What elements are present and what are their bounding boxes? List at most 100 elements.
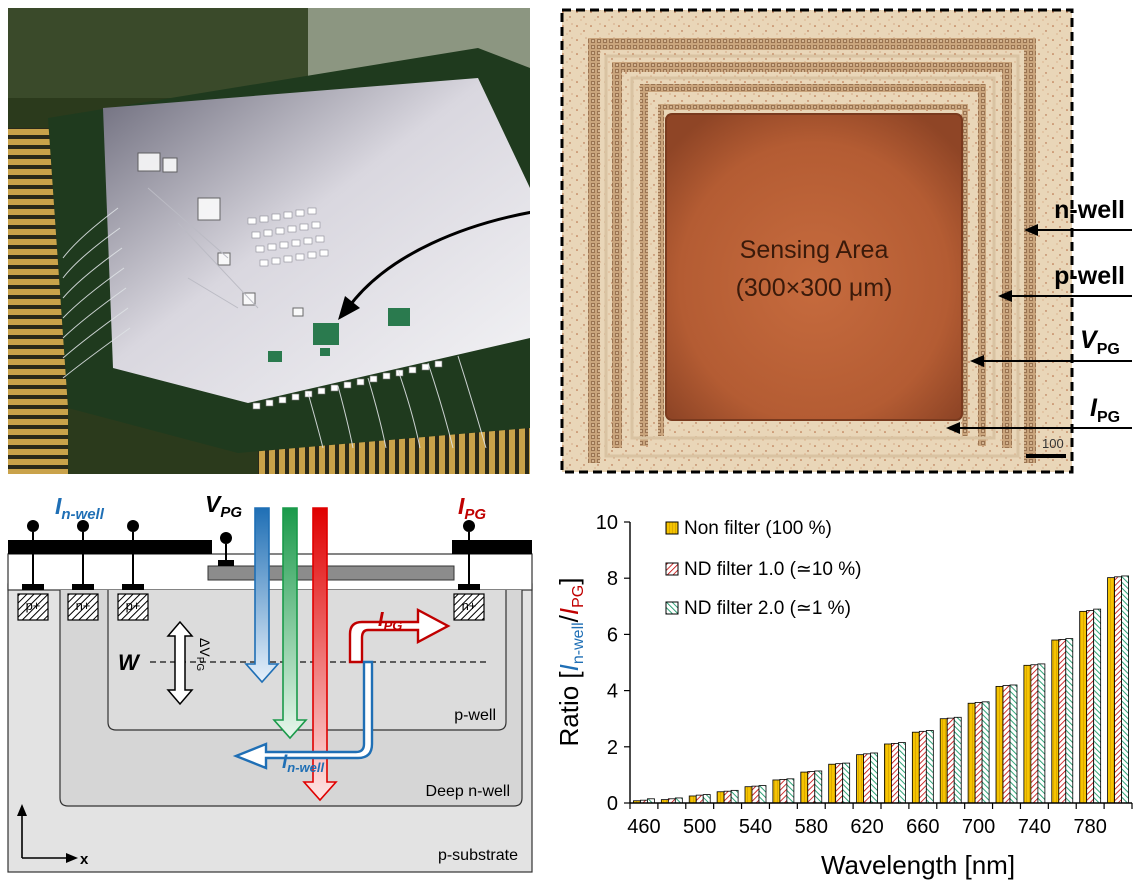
gate-terminal: [220, 532, 232, 544]
bar-nd2-480: [674, 797, 683, 804]
delta-vpg-arrow: [166, 620, 194, 706]
bar-nonfilter-800: [1107, 577, 1115, 804]
bar-nonfilter-740: [1023, 664, 1032, 804]
x-tick-label-580: 580: [795, 816, 828, 838]
label-w: W: [118, 650, 141, 675]
contact-p2: p+: [117, 520, 149, 621]
label-nwell: n-well: [1054, 196, 1125, 224]
contact-n2-label: n+: [462, 598, 477, 613]
bar-nonfilter-520: [716, 791, 725, 804]
bar-nonfilter-660: [911, 731, 920, 804]
bar-nd1-560: [779, 778, 788, 804]
ipg-current-arrow: [348, 608, 451, 664]
bar-nd1-540: [751, 785, 760, 804]
cross-section-diagram: p+ n+ p+ n+ In-well VPG IPG W: [7, 491, 533, 873]
bar-nd2-760: [1065, 638, 1074, 804]
contact-n1-label: n+: [76, 598, 91, 613]
bar-nd1-580: [807, 771, 816, 804]
bar-nonfilter-640: [884, 743, 892, 804]
x-tick-label-620: 620: [850, 816, 883, 838]
sensor-square-right: [388, 308, 410, 326]
contact-n1: n+: [67, 520, 99, 621]
bar-nd1-640: [891, 743, 899, 804]
zoom-arrowhead: [338, 296, 360, 320]
zoom-arrow: [346, 210, 530, 309]
arrowhead-ipg: [946, 422, 960, 434]
contact-p1-label: p+: [26, 598, 41, 613]
arrowhead-nwell: [1024, 224, 1038, 236]
contact-n2: n+: [453, 520, 485, 621]
label-vpg: VPG: [1080, 326, 1120, 358]
label-inwell-arrow: In-well: [282, 752, 325, 775]
bar-nd1-800: [1114, 576, 1122, 804]
micrograph-frame: [560, 8, 1074, 474]
arrowhead-vpg: [970, 355, 984, 367]
bar-nd2-700: [981, 701, 990, 804]
legend-swatch-nd2: [665, 601, 679, 615]
micrograph-illustration: Sensing Area (300×300 μm) n-well p-well …: [560, 8, 1132, 474]
bar-nd1-500: [695, 794, 704, 804]
gate-electrode: [207, 565, 455, 581]
bar-nonfilter-620: [856, 754, 864, 804]
bar-nd2-640: [898, 742, 906, 804]
x-tick-label-780: 780: [1073, 816, 1106, 838]
bar-nd1-760: [1058, 639, 1067, 804]
scale-bar: [1026, 454, 1066, 458]
bar-nd2-740: [1037, 663, 1046, 804]
x-tick-label-660: 660: [906, 816, 939, 838]
bar-nonfilter-700: [967, 702, 976, 804]
chip-photo: [8, 8, 530, 474]
sensing-area-size: (300×300 μm): [736, 274, 893, 302]
legend-label-nd2: ND filter 2.0 (≃1 %): [684, 598, 851, 619]
label-ipg-arrow: IPG: [378, 609, 402, 633]
arrowhead-pwell: [998, 290, 1012, 302]
bar-nd2-620: [870, 752, 878, 804]
bar-nonfilter-540: [744, 786, 753, 804]
bar-nd1-620: [863, 753, 871, 804]
p-well: [107, 590, 507, 731]
sensor-square-large: [313, 323, 339, 345]
chart-xlabel: Wavelength [nm]: [821, 850, 1015, 880]
bar-nonfilter-760: [1051, 639, 1060, 804]
bar-nd1-740: [1030, 664, 1039, 804]
bar-nd2-600: [842, 762, 851, 804]
bar-nd1-660: [918, 730, 927, 804]
bar-nd2-560: [786, 778, 795, 804]
label-substrate-region: p-substrate: [438, 847, 518, 864]
contact-p2-label: p+: [126, 598, 141, 613]
light-arrow-green: [272, 507, 308, 740]
bar-nd1-520: [723, 790, 732, 804]
bar-nonfilter-560: [772, 779, 781, 804]
legend-label-nonfilter: Non filter (100 %): [684, 518, 832, 539]
metal-left: [8, 540, 212, 554]
label-pwell-region: p-well: [454, 707, 496, 724]
bar-nonfilter-600: [828, 763, 837, 804]
bar-nd1-720: [1002, 685, 1011, 804]
y-tick-label-6: 6: [607, 624, 618, 646]
label-delta-vpg: ΔVPG: [194, 638, 213, 671]
bar-nd2-500: [702, 794, 711, 804]
chart-ylabel: Ratio [In-well/IPG]: [554, 577, 587, 746]
gate-contact: [218, 560, 234, 566]
scale-bar-label: 100: [1042, 436, 1064, 451]
label-deep-nwell-region: Deep n-well: [426, 783, 510, 800]
bar-nd1-700: [974, 702, 983, 804]
legend-label-nd1: ND filter 1.0 (≃10 %): [684, 559, 861, 580]
bar-nonfilter-720: [995, 685, 1004, 804]
metal-right: [452, 540, 532, 554]
sensing-area: [665, 113, 963, 421]
sensor-square-small-1: [268, 351, 282, 362]
bar-nd2-720: [1009, 684, 1018, 804]
cross-section-panel: p+ n+ p+ n+ In-well VPG IPG W: [0, 486, 560, 886]
light-arrow-blue: [244, 507, 280, 684]
chart-legend: Non filter (100 %) ND filter 1.0 (≃10 %)…: [665, 518, 861, 619]
legend-swatch-nonfilter: [665, 521, 679, 535]
label-pwell: p-well: [1054, 262, 1125, 290]
bar-nonfilter-780: [1079, 610, 1088, 804]
bar-nd2-660: [925, 730, 934, 804]
bar-nd1-600: [835, 763, 844, 804]
bar-nd1-780: [1086, 610, 1095, 804]
y-tick-label-2: 2: [607, 737, 618, 759]
